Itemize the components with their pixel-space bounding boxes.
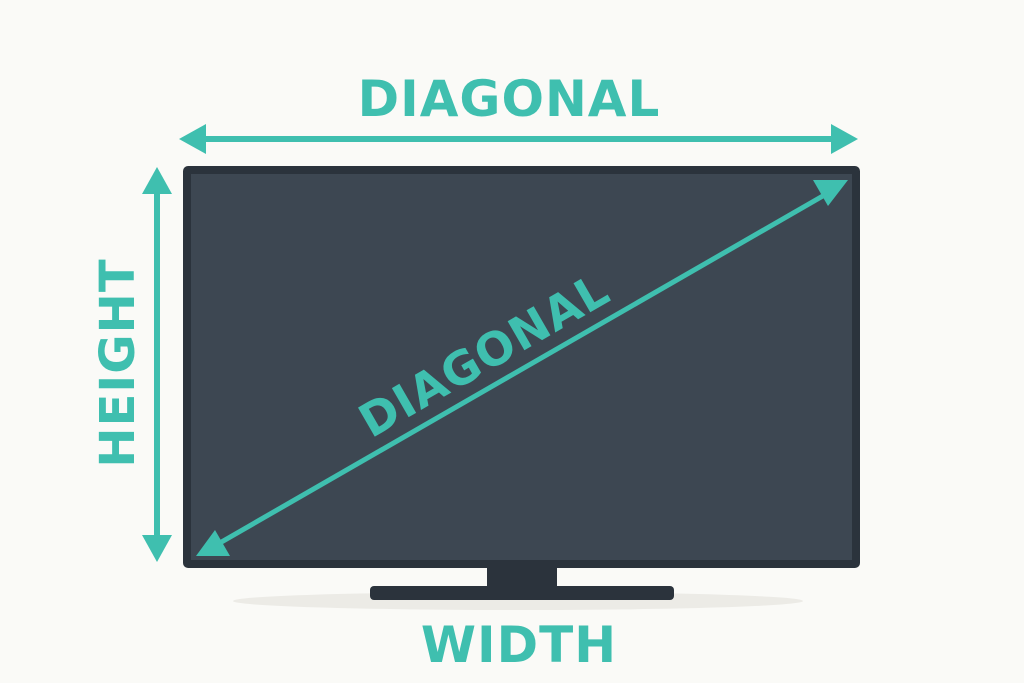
tv-stand <box>370 566 674 600</box>
diagonal-arrow-upper-arrowhead-icon <box>813 180 848 206</box>
stand-neck <box>487 566 557 588</box>
side-dimension-label: HEIGHT <box>90 258 146 467</box>
side-dimension-arrow <box>142 167 172 562</box>
top-dimension-label: DIAGONAL <box>358 70 661 128</box>
stand-base <box>370 586 674 600</box>
diagonal-dimension-arrow <box>196 180 848 556</box>
side-arrow-top-arrowhead-icon <box>142 167 172 194</box>
top-dimension-arrow <box>179 124 858 154</box>
bottom-dimension-label: WIDTH <box>421 616 617 674</box>
diagonal-arrow-lower-arrowhead-icon <box>196 530 230 556</box>
diagonal-arrow-line <box>216 190 830 547</box>
top-arrow-right-arrowhead-icon <box>831 124 858 154</box>
top-arrow-left-arrowhead-icon <box>179 124 206 154</box>
side-arrow-bottom-arrowhead-icon <box>142 535 172 562</box>
